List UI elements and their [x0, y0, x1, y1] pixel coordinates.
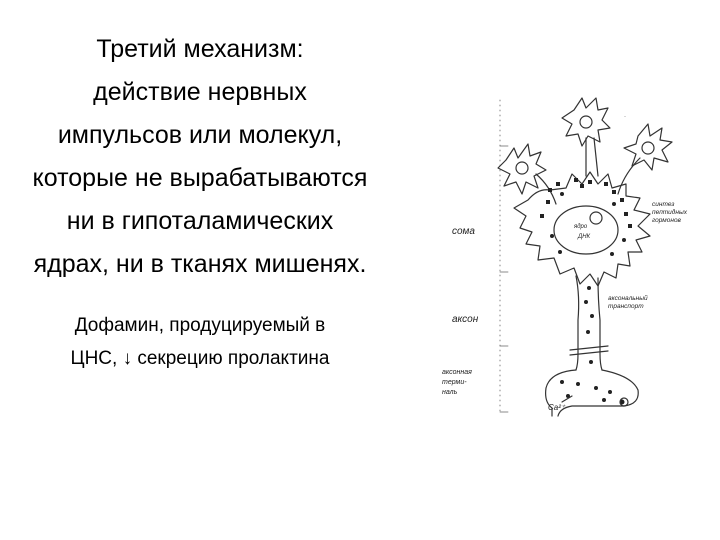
- title-line: действие нервных: [0, 71, 400, 114]
- title-line: которые не вырабатываются: [0, 157, 400, 200]
- subtitle-line: Дофамин, продуцируемый в: [0, 309, 400, 342]
- dendrite-cell-left: [498, 144, 556, 204]
- terminal-label: аксонная: [442, 369, 472, 376]
- soma-label: сома: [452, 226, 475, 237]
- terminal-granules: [560, 380, 625, 405]
- neuron-diagram: · ядро ДНК: [428, 96, 708, 426]
- svg-text:·: ·: [624, 114, 626, 120]
- synthesis-label: синтез: [652, 201, 674, 208]
- dendrite-cell-top: [562, 98, 610, 176]
- calcium-ion-label: Ca²⁺: [548, 403, 566, 412]
- title-line: импульсов или молекул,: [0, 114, 400, 157]
- synthesis-label: гормонов: [652, 217, 682, 224]
- slide-subtitle: Дофамин, продуцируемый в ЦНС, ↓ секрецию…: [0, 309, 400, 375]
- transport-label: транспорт: [608, 303, 644, 310]
- terminal-label: наль: [442, 389, 458, 396]
- terminal-label: терми-: [442, 379, 467, 386]
- title-line: ни в гипоталамических: [0, 200, 400, 243]
- subtitle-line: ЦНС, ↓ секрецию пролактина: [0, 342, 400, 375]
- transport-label: аксональный: [608, 294, 648, 302]
- axon: [570, 276, 608, 370]
- scale-bracket: [500, 100, 508, 412]
- nucleus-label: ядро: [573, 224, 588, 230]
- synthesis-label: пептидных: [652, 208, 688, 216]
- title-line: Третий механизм:: [0, 28, 400, 71]
- slide-title: Третий механизм: действие нервных импуль…: [0, 28, 400, 286]
- title-line: ядрах, ни в тканях мишенях.: [0, 243, 400, 286]
- nucleus-label: ДНК: [577, 234, 591, 240]
- axon-label: аксон: [452, 314, 479, 325]
